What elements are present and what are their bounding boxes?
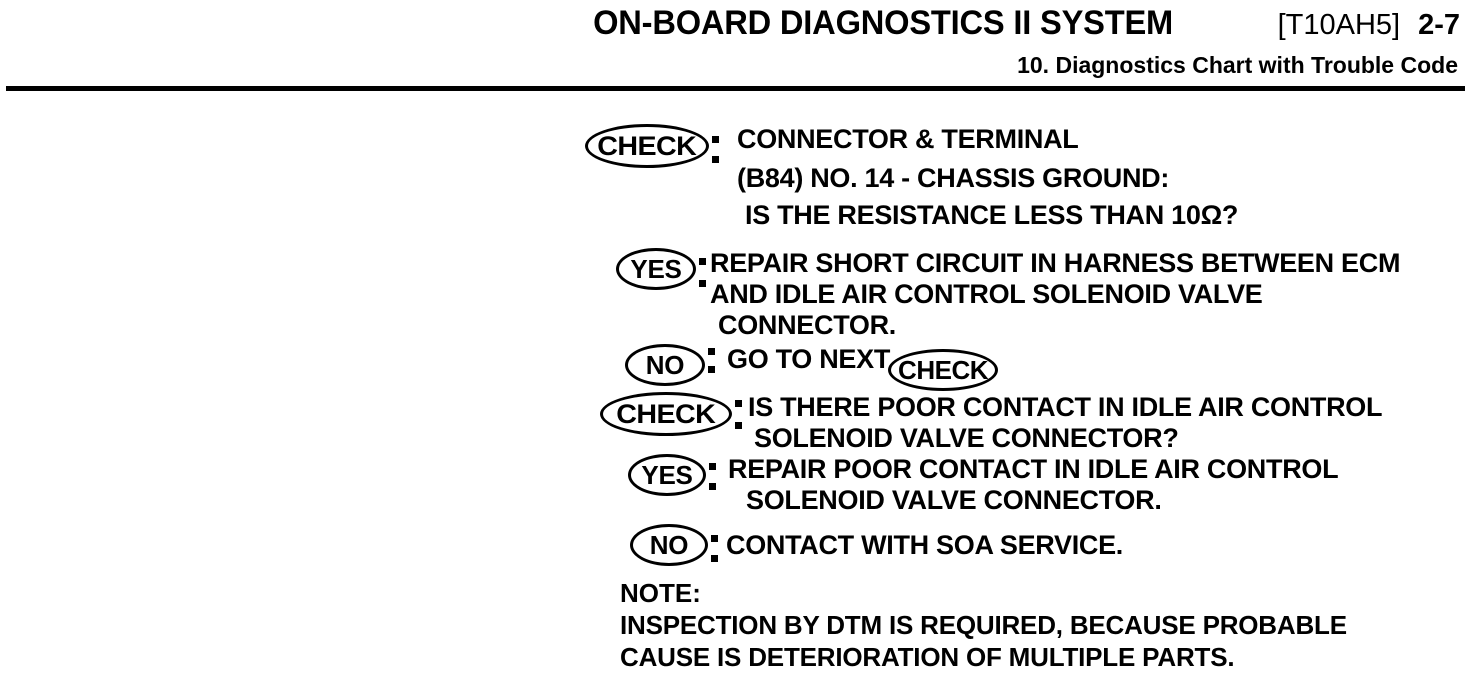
badge-check: CHECK bbox=[585, 124, 709, 168]
flow-step-check-2: CHECK IS THERE POOR CONTACT IN IDLE AIR … bbox=[600, 392, 1460, 454]
step-line: CONNECTOR. bbox=[718, 310, 897, 340]
page-number: 2-7 bbox=[1418, 9, 1460, 41]
badge-check: CHECK bbox=[600, 392, 732, 436]
badge-label: YES bbox=[630, 254, 682, 284]
colon-separator bbox=[709, 124, 725, 231]
note-block: NOTE: INSPECTION BY DTM IS REQUIRED, BEC… bbox=[620, 577, 1347, 673]
badge-no: NO bbox=[625, 343, 705, 386]
document-code: [T10AH5] bbox=[1277, 9, 1401, 41]
step-line: GO TO NEXT bbox=[727, 344, 891, 374]
step-line: CONNECTOR & TERMINAL bbox=[737, 124, 1079, 154]
badge-check-inline: CHECK bbox=[888, 349, 999, 391]
badge-label: CHECK bbox=[898, 355, 988, 385]
step-line: SOLENOID VALVE CONNECTOR? bbox=[754, 423, 1179, 453]
flow-step-yes-1: YES REPAIR SHORT CIRCUIT IN HARNESS BETW… bbox=[616, 248, 1472, 341]
note-line: CAUSE IS DETERIORATION OF MULTIPLE PARTS… bbox=[620, 642, 1235, 672]
step-text-block: REPAIR SHORT CIRCUIT IN HARNESS BETWEEN … bbox=[710, 248, 1472, 341]
flow-step-check-1: CHECK CONNECTOR & TERMINAL (B84) NO. 14 … bbox=[585, 124, 1465, 231]
step-line: AND IDLE AIR CONTROL SOLENOID VALVE bbox=[710, 279, 1263, 309]
step-text-block: REPAIR POOR CONTACT IN IDLE AIR CONTROL … bbox=[728, 454, 1472, 516]
step-line: REPAIR POOR CONTACT IN IDLE AIR CONTROL bbox=[728, 454, 1339, 484]
colon-separator bbox=[705, 338, 727, 391]
step-line: CONTACT WITH SOA SERVICE. bbox=[726, 530, 1124, 560]
step-text-block: IS THERE POOR CONTACT IN IDLE AIR CONTRO… bbox=[748, 392, 1460, 454]
badge-label: YES bbox=[641, 460, 693, 490]
note-label: NOTE: bbox=[620, 578, 701, 608]
badge-yes: YES bbox=[628, 454, 706, 496]
badge-yes: YES bbox=[616, 248, 696, 290]
header-title-row: ON-BOARD DIAGNOSTICS II SYSTEM [T10AH5] … bbox=[0, 4, 1460, 43]
step-line: IS THERE POOR CONTACT IN IDLE AIR CONTRO… bbox=[748, 392, 1383, 422]
step-text-block: CONNECTOR & TERMINAL (B84) NO. 14 - CHAS… bbox=[725, 124, 1465, 231]
badge-label: CHECK bbox=[616, 398, 716, 429]
step-line: (B84) NO. 14 - CHASSIS GROUND: bbox=[737, 163, 1170, 193]
badge-no: NO bbox=[630, 524, 708, 566]
step-text-block: CONTACT WITH SOA SERVICE. bbox=[726, 524, 1330, 566]
colon-separator bbox=[696, 248, 710, 341]
page-header: ON-BOARD DIAGNOSTICS II SYSTEM [T10AH5] … bbox=[0, 0, 1472, 91]
section-subtitle: 10. Diagnostics Chart with Trouble Code bbox=[1017, 52, 1458, 78]
badge-label: NO bbox=[645, 349, 685, 380]
badge-label: NO bbox=[649, 530, 689, 560]
page-title: ON-BOARD DIAGNOSTICS II SYSTEM bbox=[593, 4, 1174, 42]
colon-separator bbox=[732, 392, 748, 454]
header-divider-rule bbox=[6, 86, 1465, 91]
note-line: INSPECTION BY DTM IS REQUIRED, BECAUSE P… bbox=[620, 610, 1347, 640]
step-line: SOLENOID VALVE CONNECTOR. bbox=[746, 485, 1162, 515]
step-line: REPAIR SHORT CIRCUIT IN HARNESS BETWEEN … bbox=[710, 248, 1401, 278]
flow-step-no-2: NO CONTACT WITH SOA SERVICE. bbox=[630, 524, 1330, 566]
flow-step-yes-2: YES REPAIR POOR CONTACT IN IDLE AIR CONT… bbox=[628, 454, 1472, 516]
colon-separator bbox=[708, 524, 726, 566]
colon-separator bbox=[706, 454, 728, 516]
badge-label: CHECK bbox=[597, 130, 697, 161]
step-line: IS THE RESISTANCE LESS THAN 10Ω? bbox=[745, 200, 1239, 230]
